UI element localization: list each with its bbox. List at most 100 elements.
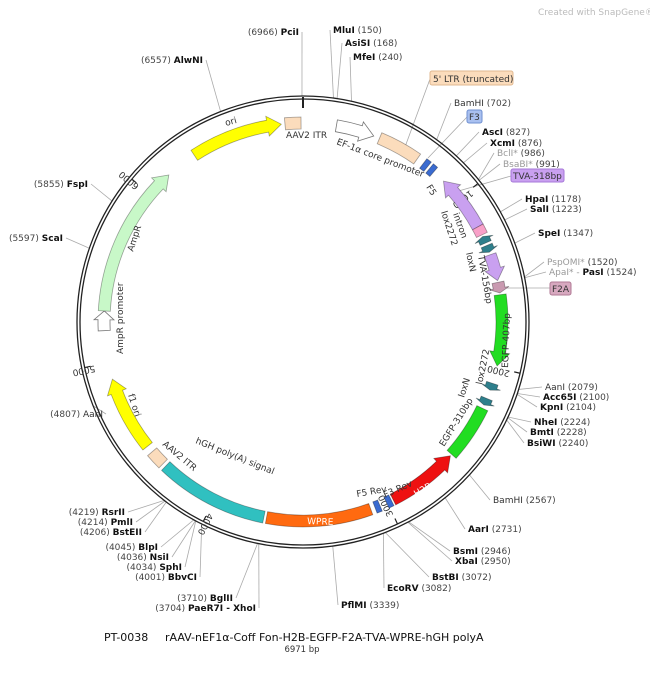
feature-label-ampr-promoter[interactable]: AmpR promoter bbox=[116, 282, 126, 354]
site-leader bbox=[349, 56, 352, 102]
feature-label-loxn-b[interactable]: loxN bbox=[457, 377, 473, 399]
feature-label-hgh[interactable]: hGH poly(A) signal bbox=[194, 437, 276, 478]
site-leader bbox=[385, 532, 430, 578]
site-label[interactable]: KpnI (2104) bbox=[540, 403, 596, 413]
site-label[interactable]: BamHI (2567) bbox=[493, 496, 556, 506]
site-label[interactable]: Acc65I (2100) bbox=[543, 393, 609, 403]
site-label[interactable]: BsaBI* (991) bbox=[503, 160, 560, 170]
site-label[interactable]: (5597) ScaI bbox=[9, 234, 63, 244]
site-label[interactable]: (4001) BbvCI bbox=[135, 573, 197, 583]
feature-f5[interactable] bbox=[425, 163, 439, 178]
feature-ampr[interactable] bbox=[97, 174, 170, 312]
site-label[interactable]: (4807) AanI bbox=[50, 410, 103, 420]
feature-f1-ori[interactable] bbox=[106, 378, 153, 451]
site-label[interactable]: (6557) AlwNI bbox=[141, 56, 203, 66]
feature-label-5ltr[interactable]: 5' LTR (truncated) bbox=[433, 75, 513, 85]
feature-aav2-itr[interactable] bbox=[147, 447, 168, 469]
tick-mark bbox=[514, 371, 521, 374]
feature-aav2-itr[interactable] bbox=[283, 116, 302, 131]
site-label[interactable]: MluI (150) bbox=[333, 26, 382, 36]
feature-tva-156bp[interactable] bbox=[484, 252, 506, 282]
feature-label-egfp407[interactable]: EGFP-407bp bbox=[501, 313, 513, 369]
feature-label-f2a[interactable]: F2A bbox=[552, 285, 570, 295]
feature-ampr-promoter[interactable] bbox=[92, 310, 116, 332]
site-label[interactable]: PflMI (3339) bbox=[341, 601, 399, 611]
plasmid-id: PT-0038 bbox=[104, 631, 148, 644]
site-leader bbox=[184, 520, 197, 568]
features bbox=[92, 115, 511, 528]
feature-f3[interactable] bbox=[419, 158, 432, 172]
site-leader bbox=[500, 198, 523, 213]
site-label[interactable]: BsiWI (2240) bbox=[527, 439, 588, 449]
tva318-label-box bbox=[510, 168, 565, 183]
tick-mark bbox=[131, 178, 137, 184]
site-label[interactable]: (6966) PciI bbox=[248, 28, 299, 38]
site-label[interactable]: (4206) BstEII bbox=[80, 528, 142, 538]
site-label[interactable]: XcmI (876) bbox=[490, 139, 542, 149]
site-label[interactable]: AarI (2731) bbox=[468, 525, 522, 535]
tick-mark bbox=[472, 183, 479, 188]
site-label[interactable]: SpeI (1347) bbox=[538, 229, 593, 239]
feature-lox2272[interactable] bbox=[474, 234, 494, 246]
site-leader bbox=[171, 520, 196, 558]
feature-leader bbox=[454, 175, 512, 193]
site-label[interactable]: ApaI* - PasI (1524) bbox=[549, 268, 636, 278]
feature-label-wpre[interactable]: WPRE bbox=[307, 517, 334, 528]
site-leader bbox=[329, 29, 334, 99]
site-label[interactable]: BclI* (986) bbox=[497, 149, 545, 159]
ltr-label-box bbox=[429, 70, 514, 86]
feature-egfp-310bp[interactable] bbox=[446, 405, 489, 459]
site-label[interactable]: AsiSI (168) bbox=[345, 39, 397, 49]
feature-hgh-poly-a-signal[interactable] bbox=[161, 461, 266, 524]
site-label[interactable]: BsmI (2946) bbox=[453, 547, 511, 557]
f3-label-box bbox=[466, 109, 483, 124]
feature-egfp-407bp[interactable] bbox=[489, 293, 511, 367]
site-leader bbox=[507, 416, 532, 423]
feature-wpre[interactable] bbox=[264, 502, 374, 528]
feature-f2a[interactable] bbox=[489, 280, 510, 294]
site-label[interactable]: (3704) PaeR7I - XhoI bbox=[155, 604, 256, 614]
feature-label-aav2-itr[interactable]: AAV2 ITR bbox=[286, 131, 327, 141]
feature-tva-318bp[interactable] bbox=[443, 180, 484, 231]
feature-intron[interactable] bbox=[471, 223, 488, 239]
site-label[interactable]: AanI (2079) bbox=[545, 383, 598, 393]
site-label[interactable]: (3710) BglII bbox=[177, 594, 233, 604]
feature-f3-rev[interactable] bbox=[383, 494, 395, 509]
snapgene-credit: Created with SnapGene® bbox=[538, 8, 650, 18]
site-label[interactable]: BamHI (702) bbox=[454, 99, 511, 109]
feature-ef-1-core-promoter[interactable] bbox=[334, 119, 375, 142]
feature-f5-rev[interactable] bbox=[372, 499, 383, 514]
site-label[interactable]: (4036) NsiI bbox=[117, 553, 169, 563]
site-label[interactable]: MfeI (240) bbox=[353, 53, 402, 63]
feature-lox2272[interactable] bbox=[481, 380, 501, 391]
site-label[interactable]: AscI (827) bbox=[482, 128, 530, 138]
site-label[interactable]: PspOMI* (1520) bbox=[547, 258, 618, 268]
feature-label-loxn-a[interactable]: loxN bbox=[463, 252, 477, 273]
site-leader bbox=[455, 131, 480, 157]
site-label[interactable]: (4219) RsrII bbox=[69, 508, 125, 518]
plasmid-name: rAAV-nEF1α-Coff Fon-H2B-EGFP-F2A-TVA-WPR… bbox=[165, 631, 484, 644]
feature-loxn[interactable] bbox=[478, 242, 498, 254]
feature-h2b[interactable] bbox=[389, 455, 451, 506]
site-label[interactable]: NheI (2224) bbox=[534, 418, 590, 428]
site-label[interactable]: SalI (1223) bbox=[530, 205, 582, 215]
site-leader bbox=[408, 521, 451, 552]
site-label[interactable]: (4034) SphI bbox=[127, 563, 183, 573]
site-label[interactable]: (4045) BlpI bbox=[105, 543, 158, 553]
site-leader bbox=[65, 237, 90, 249]
feature-5-ltr-truncated-[interactable] bbox=[376, 132, 422, 165]
feature-label-f3[interactable]: F3 bbox=[469, 113, 480, 123]
site-label[interactable]: BstBI (3072) bbox=[432, 573, 492, 583]
site-label[interactable]: HpaI (1178) bbox=[525, 195, 581, 205]
site-label[interactable]: XbaI (2950) bbox=[455, 557, 511, 567]
site-label[interactable]: (5855) FspI bbox=[34, 180, 88, 190]
feature-label-ori[interactable]: ori bbox=[224, 116, 238, 129]
site-label[interactable]: EcoRV (3082) bbox=[387, 584, 451, 594]
feature-label-f5[interactable]: F5 bbox=[423, 183, 437, 198]
feature-loxn[interactable] bbox=[475, 395, 495, 407]
tick-mark bbox=[84, 365, 91, 369]
site-label[interactable]: BmtI (2228) bbox=[530, 428, 587, 438]
feature-label-tva318[interactable]: TVA-318bp bbox=[512, 172, 562, 182]
feature-ori[interactable] bbox=[190, 115, 282, 161]
site-label[interactable]: (4214) PmlI bbox=[78, 518, 133, 528]
